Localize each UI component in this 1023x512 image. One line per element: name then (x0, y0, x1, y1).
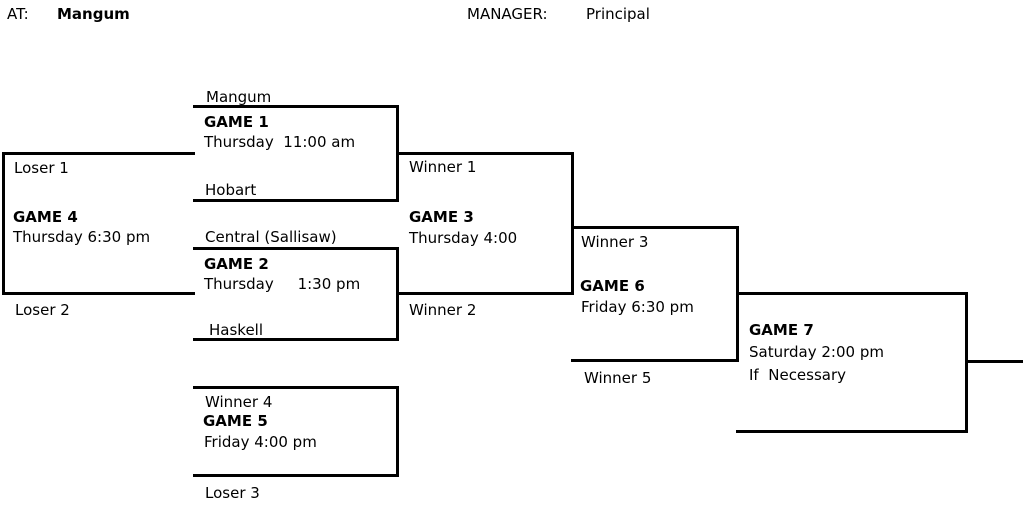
game1-title: GAME 1 (204, 113, 269, 131)
game7-time: Saturday 2:00 pm (749, 343, 884, 361)
game5-time: Friday 4:00 pm (204, 433, 317, 451)
game7-note: If Necessary (749, 366, 847, 384)
champion-line (965, 360, 1023, 363)
game5-top-slot: Winner 4 (205, 393, 273, 411)
game5-top-line (193, 386, 399, 389)
at-value: Mangum (57, 5, 130, 23)
game7-top-line (736, 292, 968, 295)
game1-top-team: Mangum (206, 88, 272, 106)
game5-bottom-slot: Loser 3 (205, 484, 260, 502)
game1-bottom-line (193, 199, 399, 202)
game2-title: GAME 2 (204, 255, 269, 273)
game4-time: Thursday 6:30 pm (13, 228, 151, 246)
game2-bottom-line (193, 338, 399, 341)
winner3-line (571, 226, 739, 229)
game4-left-line (2, 152, 5, 295)
game2-time: Thursday 1:30 pm (204, 275, 361, 293)
game4-bottom-line (2, 292, 195, 295)
game6-time: Friday 6:30 pm (581, 298, 694, 316)
game4-top-line (2, 152, 195, 155)
game1-bottom-team: Hobart (205, 181, 257, 199)
game1-top-line (193, 105, 399, 108)
game3-bottom-slot: Winner 2 (409, 301, 477, 319)
game7-bottom-line (736, 430, 968, 433)
winner5-line (571, 359, 739, 362)
game4-bottom-slot: Loser 2 (15, 301, 70, 319)
game1-right-line (396, 105, 399, 202)
winner2-line (399, 292, 574, 295)
game3-title: GAME 3 (409, 208, 474, 226)
game2-top-line (193, 247, 399, 250)
game2-right-line (396, 247, 399, 341)
game3-top-slot: Winner 1 (409, 158, 477, 176)
game5-right-line (396, 386, 399, 477)
game1-time: Thursday 11:00 am (204, 133, 356, 151)
game2-top-team: Central (Sallisaw) (205, 228, 337, 246)
game3-time: Thursday 4:00 (409, 229, 518, 247)
game5-title: GAME 5 (203, 412, 268, 430)
game2-bottom-team: Haskell (209, 321, 264, 339)
game5-bottom-line (193, 474, 399, 477)
game7-title: GAME 7 (749, 321, 814, 339)
at-label: AT: (7, 5, 29, 23)
winner1-line (399, 152, 574, 155)
game4-title: GAME 4 (13, 208, 78, 226)
game6-title: GAME 6 (580, 277, 645, 295)
manager-label: MANAGER: (467, 5, 548, 23)
manager-value: Principal (586, 5, 650, 23)
game6-top-slot: Winner 3 (581, 233, 649, 251)
game6-bottom-slot: Winner 5 (584, 369, 652, 387)
game3-right-line (571, 152, 574, 295)
game4-top-slot: Loser 1 (14, 159, 69, 177)
